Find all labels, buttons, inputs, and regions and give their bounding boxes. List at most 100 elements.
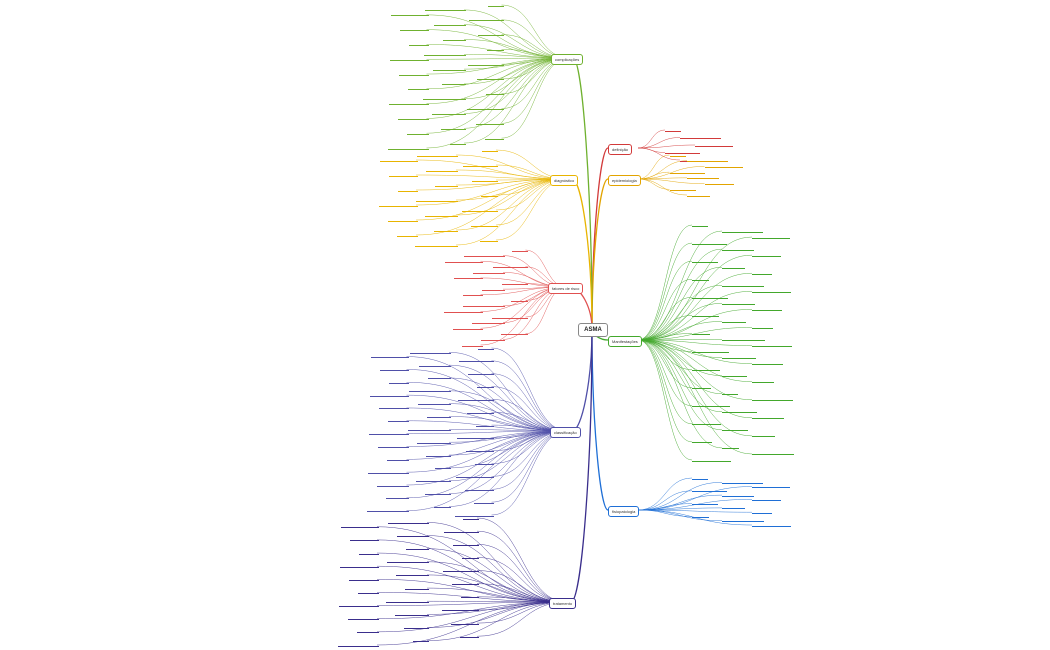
leaf-node[interactable]: [473, 268, 505, 274]
branch-node[interactable]: diagnóstico: [550, 175, 579, 186]
leaf-node[interactable]: [477, 344, 494, 350]
leaf-node[interactable]: [454, 511, 494, 517]
leaf-node[interactable]: [466, 104, 504, 111]
leaf-node[interactable]: [752, 521, 791, 527]
leaf-node[interactable]: [695, 141, 733, 147]
leaf-node[interactable]: [398, 70, 429, 76]
leaf-node[interactable]: [434, 20, 466, 27]
leaf-node[interactable]: [722, 503, 745, 510]
leaf-node[interactable]: [484, 134, 504, 140]
leaf-node[interactable]: [687, 191, 710, 197]
leaf-node[interactable]: [388, 378, 409, 384]
leaf-node[interactable]: [471, 221, 498, 227]
leaf-node[interactable]: [476, 74, 504, 81]
leaf-node[interactable]: [692, 383, 711, 390]
leaf-node[interactable]: [357, 627, 379, 634]
leaf-node[interactable]: [692, 347, 729, 354]
leaf-node[interactable]: [453, 273, 483, 280]
leaf-node[interactable]: [358, 588, 379, 594]
leaf-node[interactable]: [752, 413, 784, 420]
leaf-node[interactable]: [692, 221, 708, 227]
leaf-node[interactable]: [752, 508, 772, 514]
leaf-node[interactable]: [385, 493, 409, 500]
leaf-node[interactable]: [444, 257, 483, 263]
leaf-node[interactable]: [340, 562, 379, 568]
leaf-node[interactable]: [367, 468, 409, 474]
leaf-node[interactable]: [416, 196, 458, 202]
leaf-node[interactable]: [752, 233, 790, 239]
leaf-node[interactable]: [432, 109, 466, 115]
leaf-node[interactable]: [473, 498, 494, 504]
leaf-node[interactable]: [491, 313, 528, 319]
leaf-node[interactable]: [397, 231, 418, 237]
leaf-node[interactable]: [485, 89, 504, 96]
leaf-node[interactable]: [397, 531, 429, 538]
leaf-node[interactable]: [752, 305, 782, 311]
leaf-node[interactable]: [416, 476, 451, 483]
leaf-node[interactable]: [704, 162, 743, 168]
leaf-node[interactable]: [389, 55, 429, 61]
leaf-node[interactable]: [366, 506, 409, 513]
leaf-node[interactable]: [424, 50, 466, 56]
leaf-node[interactable]: [434, 502, 451, 508]
leaf-node[interactable]: [370, 352, 409, 359]
leaf-node[interactable]: [482, 285, 505, 291]
leaf-node[interactable]: [752, 431, 775, 438]
leaf-node[interactable]: [472, 318, 505, 325]
leaf-node[interactable]: [463, 161, 498, 167]
leaf-node[interactable]: [376, 481, 409, 487]
leaf-node[interactable]: [687, 156, 728, 163]
leaf-node[interactable]: [389, 171, 418, 177]
leaf-node[interactable]: [377, 442, 409, 448]
branch-node[interactable]: fisiopatologia: [608, 506, 640, 517]
leaf-node[interactable]: [669, 151, 686, 157]
leaf-node[interactable]: [442, 605, 479, 612]
branch-node[interactable]: Manifestações: [608, 336, 642, 347]
leaf-node[interactable]: [435, 181, 458, 187]
leaf-node[interactable]: [341, 522, 379, 529]
leaf-node[interactable]: [408, 40, 429, 46]
leaf-node[interactable]: [386, 597, 429, 603]
leaf-node[interactable]: [480, 236, 498, 242]
leaf-node[interactable]: [722, 478, 763, 484]
leaf-node[interactable]: [752, 482, 790, 489]
leaf-node[interactable]: [442, 79, 466, 86]
leaf-node[interactable]: [390, 10, 429, 17]
leaf-node[interactable]: [368, 429, 409, 436]
leaf-node[interactable]: [451, 619, 479, 625]
leaf-node[interactable]: [692, 474, 708, 480]
leaf-node[interactable]: [461, 592, 479, 599]
leaf-node[interactable]: [722, 443, 739, 450]
leaf-node[interactable]: [692, 275, 709, 281]
leaf-node[interactable]: [443, 566, 479, 573]
leaf-node[interactable]: [452, 579, 479, 586]
branch-node[interactable]: definição: [608, 144, 633, 155]
leaf-node[interactable]: [467, 369, 494, 376]
leaf-node[interactable]: [425, 5, 466, 12]
leaf-node[interactable]: [669, 185, 696, 191]
leaf-node[interactable]: [426, 166, 458, 172]
leaf-node[interactable]: [427, 412, 451, 418]
leaf-node[interactable]: [407, 84, 429, 91]
leaf-node[interactable]: [665, 148, 700, 154]
leaf-node[interactable]: [752, 359, 783, 366]
leaf-node[interactable]: [406, 544, 429, 551]
leaf-node[interactable]: [722, 371, 747, 378]
leaf-node[interactable]: [475, 421, 494, 427]
leaf-node[interactable]: [418, 399, 451, 406]
leaf-node[interactable]: [463, 301, 505, 308]
leaf-node[interactable]: [692, 437, 712, 444]
leaf-node[interactable]: [443, 35, 466, 42]
branch-node[interactable]: classificação: [550, 427, 581, 438]
leaf-node[interactable]: [752, 251, 781, 257]
leaf-node[interactable]: [510, 296, 528, 302]
leaf-node[interactable]: [417, 151, 458, 157]
leaf-node[interactable]: [501, 279, 528, 286]
leaf-node[interactable]: [474, 459, 494, 466]
leaf-node[interactable]: [399, 25, 429, 32]
leaf-node[interactable]: [378, 403, 409, 410]
leaf-node[interactable]: [692, 365, 720, 372]
leaf-node[interactable]: [397, 114, 429, 120]
leaf-node[interactable]: [752, 377, 774, 384]
leaf-node[interactable]: [458, 356, 494, 363]
